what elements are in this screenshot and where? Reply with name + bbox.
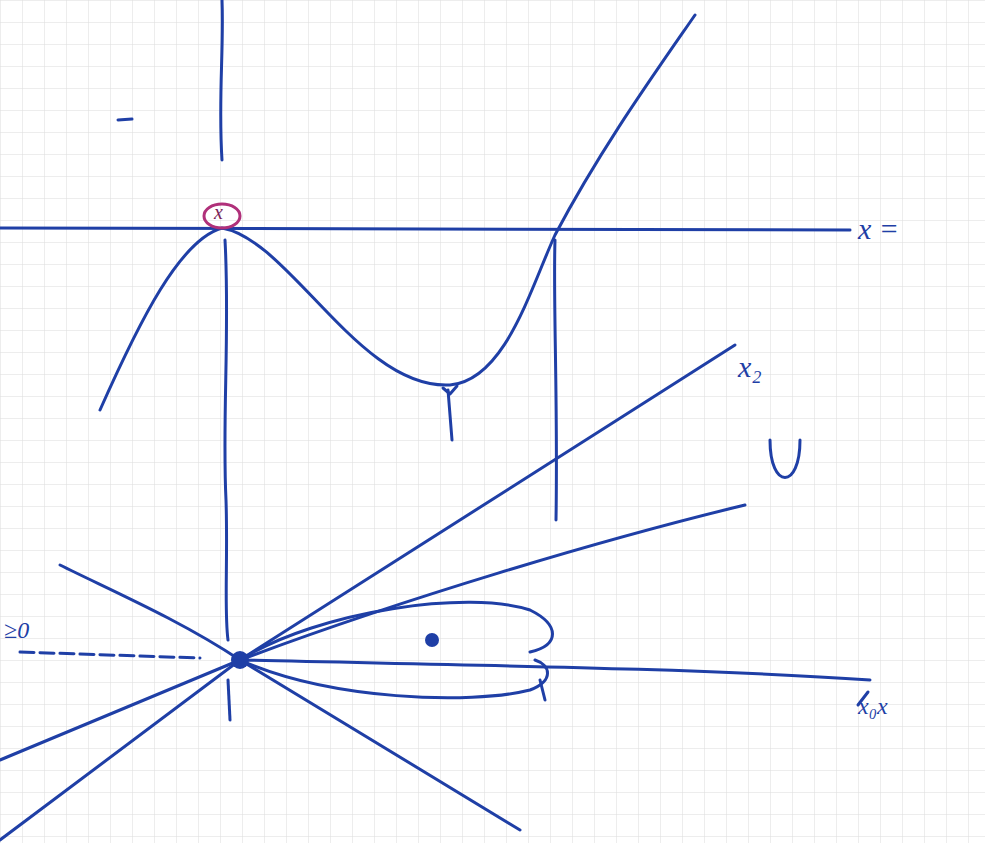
projection-line (555, 240, 557, 520)
dashed-axis (20, 652, 200, 658)
projection-line (448, 390, 452, 440)
dash-mark (118, 119, 132, 120)
cubic-curve (100, 15, 695, 410)
trajectory-line (240, 660, 520, 830)
trajectory-line (240, 660, 870, 680)
vertical-axis (221, 0, 223, 160)
axis-label: x (214, 202, 223, 222)
fixed-point (231, 651, 249, 669)
axis-label: ≥0 (4, 618, 29, 642)
axis-label: x₂ (738, 352, 762, 382)
u-symbol (770, 440, 800, 478)
arrow-tick (443, 386, 457, 394)
axis-label: x₀x (858, 694, 888, 718)
trajectory-line (240, 345, 735, 660)
trajectory-line (0, 660, 240, 840)
trajectory-line (60, 565, 240, 660)
bracket-tick (540, 680, 545, 700)
homoclinic-loop (240, 602, 553, 660)
homoclinic-loop (240, 660, 548, 698)
trajectory-line (0, 660, 240, 760)
trajectory-line (240, 505, 745, 660)
horizontal-axis (0, 228, 850, 230)
projection-line (228, 680, 230, 720)
projection-line (225, 240, 228, 640)
axis-label: x = (858, 214, 899, 244)
center-point (425, 633, 439, 647)
